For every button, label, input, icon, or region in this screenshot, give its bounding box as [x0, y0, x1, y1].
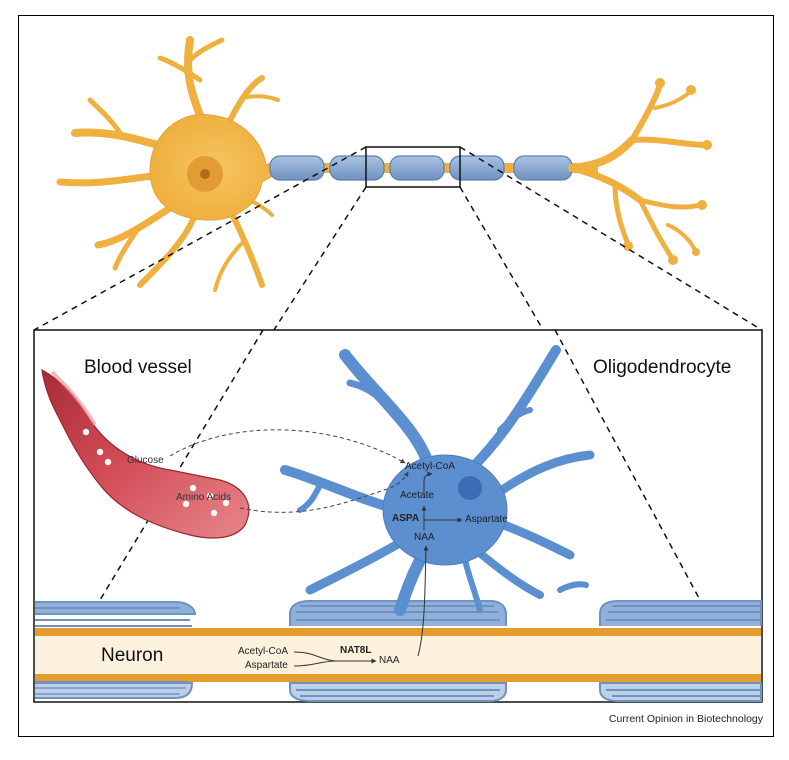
blood-vessel-label: Blood vessel: [84, 357, 192, 378]
zoom-box: [365, 146, 461, 188]
myelin-sheaths: [35, 600, 762, 702]
acetate-label: Acetate: [400, 490, 434, 501]
neuron-nucleolus: [200, 169, 210, 179]
uptake-arrows: [169, 429, 409, 513]
neuron-axon-band: [35, 628, 761, 682]
neuron-label: Neuron: [101, 645, 164, 666]
amino-acids-label: Amino Acids: [176, 492, 232, 503]
source-credit: Current Opinion in Biotechnology: [608, 713, 763, 725]
aspartate-oligo-label: Aspartate: [465, 514, 508, 525]
naa-neuron-label: NAA: [379, 655, 400, 666]
nat8l-enzyme-label: NAT8L: [340, 645, 372, 656]
figure-frame: [18, 15, 774, 737]
glucose-label: Glucose: [127, 455, 164, 466]
oligodendrocyte-label: Oligodendrocyte: [593, 357, 732, 378]
axon-terminal: [568, 82, 708, 261]
oligo-nucleus: [458, 476, 482, 500]
acetyl-coa-oligo-label: Acetyl-CoA: [405, 461, 456, 472]
pathway-arrows: [293, 471, 463, 667]
aspa-enzyme-label: ASPA: [392, 513, 420, 524]
myelin-segments: [269, 155, 573, 181]
neuron-illustration: [56, 36, 712, 292]
acetyl-coa-neuron-label: Acetyl-CoA: [238, 646, 289, 657]
oligodendrocyte-cell: [280, 345, 595, 616]
naa-oligo-label: NAA: [414, 532, 435, 543]
aspartate-neuron-label: Aspartate: [245, 660, 288, 671]
inset-zoom-lines: [99, 329, 701, 601]
blood-vessel: [41, 368, 250, 539]
terminal-boutons: [623, 78, 712, 265]
